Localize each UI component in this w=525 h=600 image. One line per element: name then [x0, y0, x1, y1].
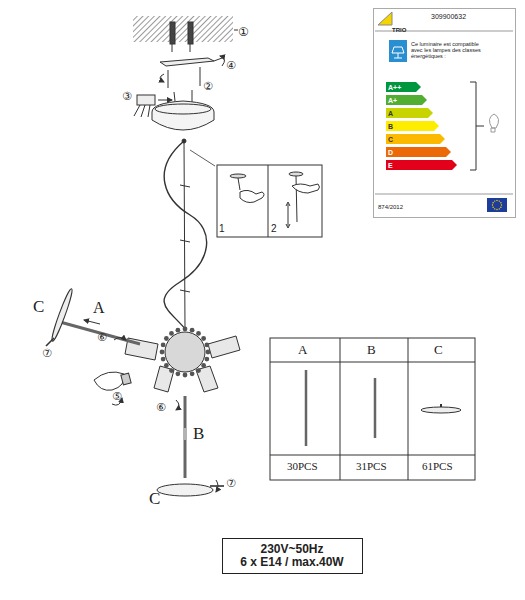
energy-class: A++	[388, 84, 401, 91]
stud	[160, 350, 165, 355]
stud	[196, 331, 201, 336]
fixture-sphere	[165, 332, 205, 372]
stud	[206, 350, 211, 355]
rod-a	[60, 322, 140, 344]
regulation-number: 874/2012	[378, 204, 418, 211]
stud	[164, 336, 169, 341]
eu-star	[501, 204, 502, 205]
disc-c	[157, 484, 213, 496]
disc-c	[50, 288, 75, 343]
callout-number: ③	[122, 91, 132, 102]
spec-box: 230V~50Hz6 x E14 / max.40W	[222, 538, 363, 574]
stud	[161, 342, 166, 347]
table-cell: 61PCS	[422, 461, 453, 472]
power-cord	[164, 141, 207, 330]
table-header: B	[367, 343, 376, 356]
table-header: C	[434, 343, 443, 356]
eu-star	[492, 202, 493, 203]
table-cell: 31PCS	[356, 461, 387, 472]
eu-star	[494, 208, 495, 209]
mounting-bar	[160, 58, 214, 66]
eu-star	[500, 202, 501, 203]
parts-table	[270, 338, 475, 480]
eu-star	[496, 209, 497, 210]
energy-class: A	[388, 110, 393, 117]
energy-class: A+	[388, 97, 397, 104]
eu-star	[499, 208, 500, 209]
trio-logo	[378, 12, 392, 25]
table-header: A	[298, 343, 307, 356]
stud	[201, 363, 206, 368]
stud	[190, 371, 195, 376]
part-letter: C	[33, 298, 44, 315]
stud	[175, 371, 180, 376]
eu-star	[492, 204, 493, 205]
article-number: 309900632	[431, 13, 491, 21]
energy-note: Ce luminaire est compatible avec les lam…	[411, 41, 483, 59]
brand-name: TRIO	[392, 27, 422, 34]
terminal-block	[137, 95, 155, 105]
stud	[183, 373, 188, 378]
inset-panel	[217, 165, 322, 237]
stud	[175, 328, 180, 333]
stud	[161, 357, 166, 362]
spec-text: 230V~50Hz	[233, 543, 352, 556]
eu-star	[492, 207, 493, 208]
spec-text: 6 x E14 / max.40W	[233, 556, 352, 569]
stud	[164, 363, 169, 368]
stud	[204, 357, 209, 362]
callout-number: ②	[203, 81, 213, 92]
part-letter: B	[193, 425, 204, 442]
energy-scale	[386, 82, 457, 170]
callout-number: ⑦	[42, 348, 52, 359]
callout-number: ⑤	[112, 391, 122, 402]
part-letter: C	[149, 490, 160, 507]
energy-class: C	[388, 136, 393, 143]
callout-number: ⑦	[226, 478, 236, 489]
step-number: 2	[271, 224, 277, 234]
candle-bulb	[94, 372, 124, 390]
stud	[169, 368, 174, 373]
stud	[204, 342, 209, 347]
stud	[201, 336, 206, 341]
eu-star	[494, 200, 495, 201]
energy-class: E	[388, 162, 393, 169]
canopy	[152, 101, 214, 130]
callout-number: ①	[238, 26, 249, 38]
eu-star	[499, 200, 500, 201]
energy-class: D	[388, 149, 393, 156]
table-cell: 30PCS	[287, 461, 318, 472]
stud	[183, 327, 188, 332]
stud	[190, 328, 195, 333]
stud	[169, 331, 174, 336]
energy-label: TRIO 309900632 Ce luminaire est compatible…	[373, 8, 516, 218]
rod-b	[184, 396, 187, 478]
step-number: 1	[219, 224, 225, 234]
energy-class: B	[388, 123, 393, 130]
ceiling	[133, 16, 233, 42]
stud	[196, 368, 201, 373]
part-letter: A	[93, 300, 105, 316]
callout-number: ④	[226, 60, 236, 71]
eu-star	[496, 200, 497, 201]
callout-number: ⑥	[97, 332, 107, 343]
eu-star	[500, 207, 501, 208]
callout-number: ⑥	[156, 402, 166, 413]
